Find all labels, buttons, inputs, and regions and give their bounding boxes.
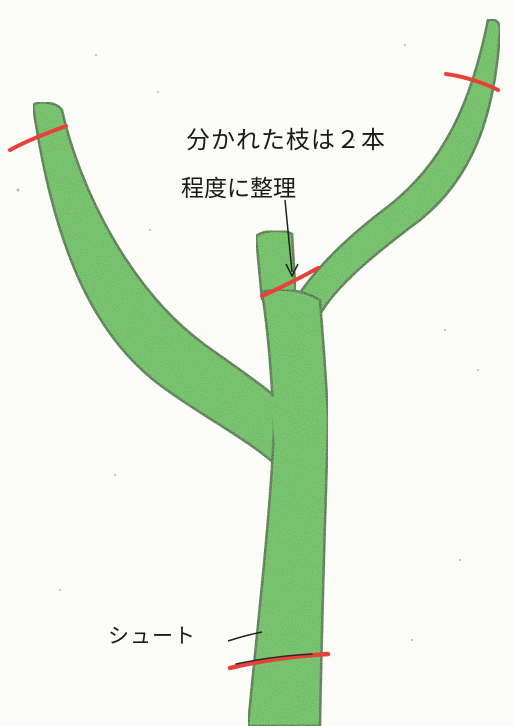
- right-branch: [290, 18, 502, 320]
- branch-junction: [270, 395, 320, 445]
- annotation-leader-line: [284, 199, 293, 273]
- cut-mark-right-tip: [444, 72, 500, 92]
- shoot-leader-line: [227, 631, 263, 642]
- cut-mark-left-tip: [8, 124, 68, 152]
- annotation-text-line2: 程度に整理: [181, 176, 296, 202]
- left-branch: [31, 101, 292, 473]
- annotation-arrowhead: [285, 263, 299, 278]
- cut-mark-shoot-base-dark: [235, 653, 313, 665]
- cut-mark-shoot-base: [227, 651, 331, 671]
- shoot-label: シュート: [108, 624, 196, 648]
- paper-specks: [16, 44, 479, 641]
- cut-mark-center: [260, 266, 320, 298]
- annotation-text-line1: 分かれた枝は２本: [186, 126, 386, 154]
